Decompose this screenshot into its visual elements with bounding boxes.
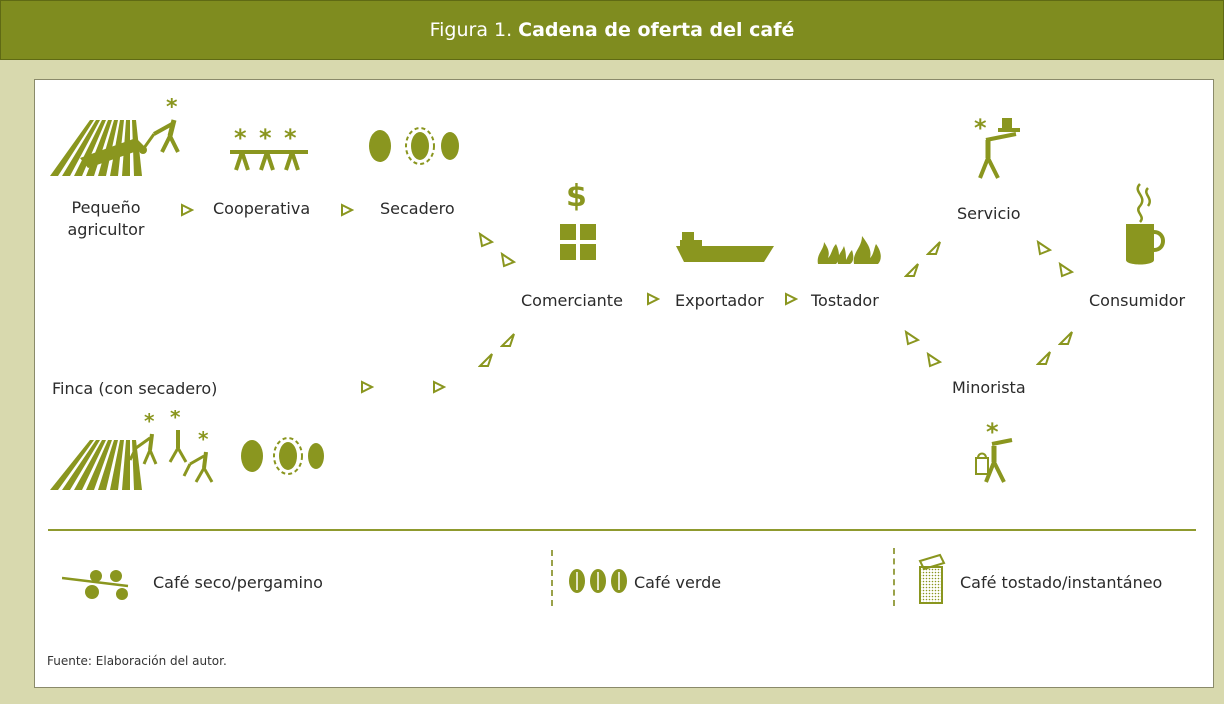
svg-text:*: *: [284, 124, 297, 152]
arrow-icon: [361, 380, 374, 394]
estate-field-icon: * * *: [50, 410, 214, 490]
legend-tostado-label: Café tostado/instantáneo: [960, 573, 1163, 592]
label-minorista: Minorista: [952, 378, 1026, 397]
arrow-icon: [341, 203, 354, 217]
label-consumidor: Consumidor: [1089, 291, 1186, 310]
arrow-icon: [785, 292, 798, 306]
field-icon: [50, 120, 146, 176]
ship-icon: [676, 232, 774, 262]
arrow-icon: [926, 352, 942, 368]
label-comerciante: Comerciante: [521, 291, 623, 310]
legend-divider: [48, 529, 1196, 531]
svg-text:*: *: [170, 410, 181, 429]
svg-text:*: *: [166, 98, 178, 120]
arrow-icon: [478, 353, 493, 367]
arrow-icon: [1058, 331, 1073, 345]
figure-header: Figura 1. Cadena de oferta del café: [0, 0, 1224, 60]
legend-seco-label: Café seco/pergamino: [153, 573, 323, 592]
arrow-icon: [926, 241, 941, 255]
label-servicio: Servicio: [957, 204, 1021, 223]
svg-text:*: *: [259, 124, 272, 152]
label-pequeno-agricultor: Pequeño agricultor: [67, 198, 145, 239]
arrow-icon: [1036, 240, 1052, 256]
estate-beans-icon: [241, 437, 324, 475]
figure-title: Cadena de oferta del café: [518, 19, 795, 41]
svg-text:*: *: [198, 427, 209, 451]
label-cooperativa: Cooperativa: [213, 199, 311, 218]
legend-verde-label: Café verde: [634, 573, 722, 592]
flame-icon: [817, 236, 881, 264]
figure-number: Figura 1.: [429, 19, 513, 41]
label-tostador: Tostador: [811, 291, 879, 310]
arrow-icon: [500, 252, 516, 268]
arrow-icon: [647, 292, 660, 306]
svg-text:*: *: [974, 114, 987, 142]
green-beans-icon: [569, 569, 627, 593]
svg-text:$: $: [566, 179, 587, 214]
svg-text:*: *: [986, 418, 999, 446]
waiter-icon: *: [974, 114, 1020, 179]
label-exportador: Exportador: [675, 291, 764, 310]
legend-divider-1: [551, 550, 553, 606]
arrow-icon: [904, 263, 919, 277]
svg-text:*: *: [234, 124, 247, 152]
arrow-icon: [478, 232, 494, 248]
source-note: Fuente: Elaboración del autor.: [47, 654, 227, 668]
cooperative-icon: * * *: [230, 124, 308, 171]
label-finca: Finca (con secadero): [52, 379, 218, 398]
roasted-coffee-package-icon: [918, 553, 946, 604]
coffee-cup-icon: [1126, 183, 1165, 265]
arrow-icon: [1058, 262, 1074, 278]
svg-text:*: *: [144, 410, 155, 433]
dry-coffee-branch-icon: [62, 570, 129, 600]
merchant-icon: $: [560, 179, 596, 260]
arrow-icon: [500, 333, 515, 347]
arrow-icon: [904, 330, 920, 346]
beans-icon: [369, 127, 459, 165]
arrow-icon: [433, 380, 446, 394]
arrow-icon: [181, 203, 194, 217]
legend-divider-2: [893, 548, 895, 606]
farmer-icon: *: [139, 98, 180, 154]
retailer-icon: *: [975, 418, 1013, 483]
label-secadero: Secadero: [380, 199, 455, 218]
arrow-icon: [1036, 351, 1051, 365]
